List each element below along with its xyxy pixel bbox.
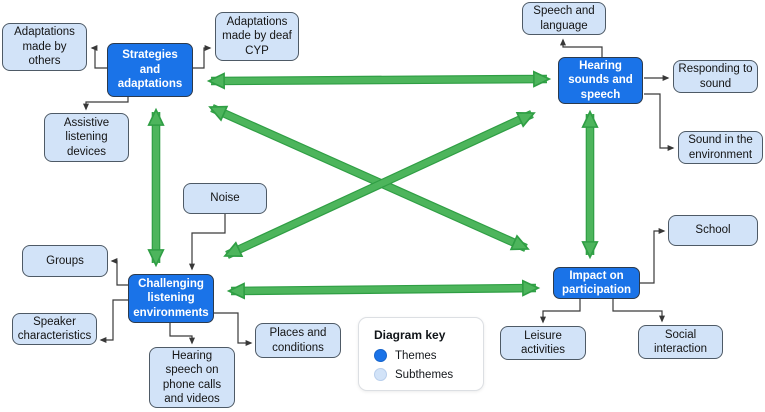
diagram-key-title: Diagram key: [374, 328, 446, 342]
connector-groups: [110, 257, 128, 286]
connector-assistive-listening-devices: [82, 97, 129, 111]
subtheme-box-sound-in-the-environment: Sound in the environment: [678, 131, 763, 164]
key-item-label: Subthemes: [395, 368, 454, 381]
subtheme-label: Leisure activities: [520, 329, 566, 356]
subtheme-label: Assistive listening devices: [63, 116, 110, 158]
subtheme-label: Social interaction: [653, 328, 708, 355]
theme-label: Challenging listening environments: [133, 277, 209, 319]
subtheme-label: Hearing speech on phone calls and videos: [162, 349, 222, 405]
connector-hearing-speech-on-phone-calls: [169, 323, 196, 345]
theme-box-strategies-and-adaptations: Strategies and adaptations: [107, 43, 193, 97]
connector-places-and-conditions: [214, 312, 253, 347]
subtheme-color-dot-icon: [374, 368, 387, 381]
subtheme-label: Sound in the environment: [688, 134, 753, 161]
subtheme-label: Places and conditions: [269, 327, 327, 354]
key-item-label: Themes: [395, 349, 437, 362]
theme-box-impact-on-participation: Impact on participation: [553, 267, 640, 299]
theme-label: Hearing sounds and speech: [568, 59, 633, 101]
theme-label: Impact on participation: [561, 269, 631, 296]
subtheme-box-noise: Noise: [183, 183, 267, 214]
theme-box-challenging-listening-environments: Challenging listening environments: [128, 274, 214, 323]
subtheme-label: School: [695, 224, 731, 237]
key-item-subthemes: Subthemes: [374, 368, 483, 381]
diagram-key: Diagram key Themes Subthemes: [358, 317, 484, 391]
subtheme-box-school: School: [668, 215, 758, 246]
green-arrow-strategies-impact: [208, 104, 530, 252]
connector-speech-and-language: [559, 38, 603, 57]
connector-adaptations-made-by-others: [90, 44, 107, 69]
connector-speaker-characteristics: [99, 299, 128, 344]
subtheme-label: Responding to sound: [678, 63, 753, 90]
subtheme-label: Speaker characteristics: [17, 315, 92, 342]
subtheme-box-speech-and-language: Speech and language: [522, 2, 606, 35]
green-arrow-challenging-hearing: [223, 110, 536, 259]
connector-sound-in-the-environment: [644, 93, 675, 152]
subtheme-box-responding-to-sound: Responding to sound: [673, 60, 758, 93]
connector-school: [640, 227, 666, 284]
subtheme-box-assistive-listening-devices: Assistive listening devices: [44, 113, 129, 162]
subtheme-box-hearing-speech-on-phone-calls: Hearing speech on phone calls and videos: [149, 347, 235, 408]
connector-adaptations-made-by-deaf-cyp: [193, 44, 212, 69]
subtheme-label: Noise: [210, 192, 240, 205]
connector-social-interaction: [612, 299, 666, 323]
green-arrow-strategies-hearing: [206, 70, 552, 90]
theme-box-hearing-sounds-and-speech: Hearing sounds and speech: [558, 57, 643, 104]
connector-noise: [188, 214, 226, 271]
theme-label: Strategies and adaptations: [117, 49, 183, 91]
subtheme-label: Speech and language: [533, 5, 595, 32]
subtheme-label: Adaptations made by deaf CYP: [222, 15, 292, 57]
subtheme-box-social-interaction: Social interaction: [638, 325, 723, 359]
theme-color-dot-icon: [374, 349, 387, 362]
subtheme-box-groups: Groups: [22, 245, 108, 277]
subtheme-box-adaptations-made-by-deaf-cyp: Adaptations made by deaf CYP: [215, 12, 299, 61]
subtheme-label: Adaptations made by others: [14, 26, 75, 68]
connector-leisure-activities: [539, 299, 581, 324]
subtheme-box-places-and-conditions: Places and conditions: [255, 323, 341, 358]
subtheme-box-leisure-activities: Leisure activities: [500, 326, 586, 360]
subtheme-box-adaptations-made-by-others: Adaptations made by others: [2, 23, 87, 71]
green-arrow-challenging-impact: [226, 279, 541, 300]
key-item-themes: Themes: [374, 349, 483, 362]
subtheme-label: Groups: [46, 254, 84, 267]
subtheme-box-speaker-characteristics: Speaker characteristics: [12, 313, 97, 345]
